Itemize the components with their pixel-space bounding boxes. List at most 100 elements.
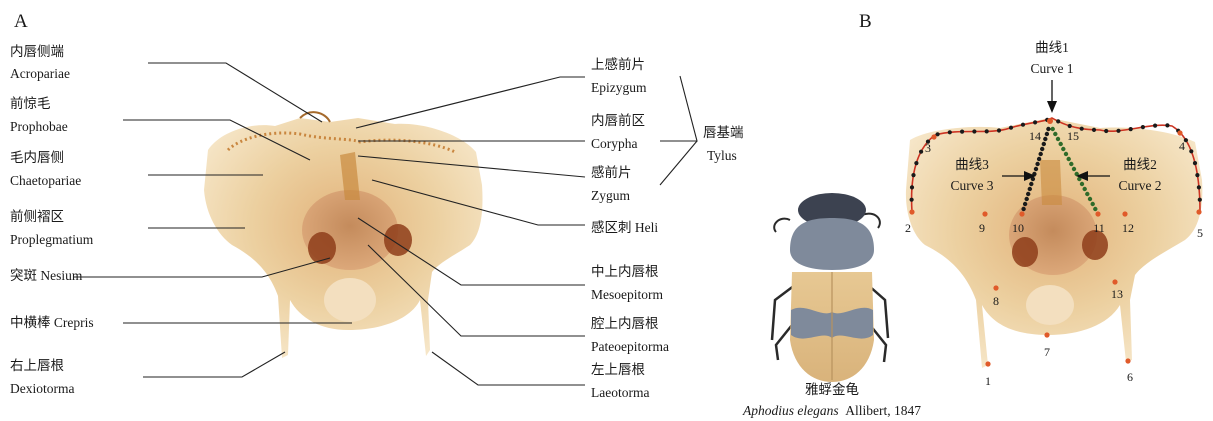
label-dexiotorma-en: Dexiotorma [10, 381, 74, 396]
panel-b-letter: B [859, 11, 872, 32]
landmark-dot-1 [985, 361, 990, 366]
landmark-label-11: 11 [1093, 221, 1105, 235]
landmark-label-12: 12 [1122, 221, 1134, 235]
curve-3-dot [1042, 142, 1046, 146]
beetle-caption-binomial: Aphodius elegans [742, 403, 839, 418]
epipharynx-image-b [906, 118, 1202, 368]
curve-1-dot [1104, 129, 1108, 133]
curve-1-dot [1189, 149, 1193, 153]
label-nesium: 突斑 Nesium [10, 268, 83, 283]
label-mesoepitorm-zh: 中上内唇根 [591, 264, 659, 279]
label-laeotorma-en: Laeotorma [591, 385, 649, 400]
curve-2-label-zh: 曲线2 [1123, 157, 1157, 172]
landmark-label-7: 7 [1044, 345, 1050, 359]
beetle-caption-zh: 雅蜉金龟 [805, 382, 859, 397]
beetle-photo [772, 193, 888, 382]
curve-1-dot [1129, 127, 1133, 131]
curve-1-dot [911, 173, 915, 177]
panel-a-letter: A [14, 11, 28, 32]
curve-2-dot [1059, 142, 1063, 146]
curve-2-dot [1093, 207, 1097, 211]
landmark-label-1: 1 [985, 374, 991, 388]
curve-1-dot [1116, 129, 1120, 133]
label-acropariae-en: Acropariae [10, 66, 70, 81]
landmark-label-14: 14 [1029, 129, 1041, 143]
curve-1-label-zh: 曲线1 [1035, 40, 1069, 55]
curve-2-dot [1083, 187, 1087, 191]
curve-2-dot [1088, 197, 1092, 201]
curve-1-dot [997, 128, 1001, 132]
curve-3-dot [1040, 147, 1044, 151]
label-zygum-zh: 感前片 [591, 164, 632, 180]
label-pateoepitorma-en: Pateoepitorma [591, 339, 669, 354]
label-zygum-en: Zygum [591, 188, 630, 203]
landmark-dot-3 [931, 134, 936, 139]
landmark-dot-4 [1177, 130, 1182, 135]
curve-1-dot [910, 185, 914, 189]
curve-3-dot [1034, 167, 1038, 171]
curve-1-dot [1141, 125, 1145, 129]
label-corypha-en: Corypha [591, 136, 638, 151]
curve-3-dot [1025, 197, 1029, 201]
curve-1-dot [914, 161, 918, 165]
curve-1-dot [1009, 126, 1013, 130]
landmark-dot-12 [1122, 211, 1127, 216]
curve-1-dot [1021, 123, 1025, 127]
curve-3-dot [1026, 192, 1030, 196]
label-prophobae-zh: 前惊毛 [10, 95, 51, 111]
curve-3-dot [1035, 162, 1039, 166]
landmark-label-2: 2 [905, 221, 911, 235]
curve-1-dot [1195, 173, 1199, 177]
label-proplegmatium-en: Proplegmatium [10, 232, 94, 247]
landmark-dot-2 [909, 209, 914, 214]
label-mesoepitorm-en: Mesoepitorm [591, 287, 663, 302]
curve-3-dot [1028, 187, 1032, 191]
curve-3-dot [1046, 127, 1050, 131]
label-crepris: 中横棒 Crepris [10, 315, 94, 330]
landmark-dot-14-15 [1047, 118, 1053, 124]
label-proplegmatium-zh: 前侧褶区 [10, 208, 64, 224]
curve-1-dot [910, 198, 914, 202]
landmark-label-8: 8 [993, 294, 999, 308]
label-prophobae-en: Prophobae [10, 119, 68, 134]
landmark-dot-5 [1196, 209, 1201, 214]
panel-a-right-labels: 上感前片 Epizygum 内唇前区 Corypha 感前片 Zygum 感区刺… [591, 56, 744, 400]
curve-3-label-zh: 曲线3 [955, 157, 989, 172]
curve-2-dot [1061, 147, 1065, 151]
curve-2-dot [1051, 127, 1055, 131]
curve-2-dot [1091, 202, 1095, 206]
landmark-label-13: 13 [1111, 287, 1123, 301]
curve-2-dot [1067, 157, 1071, 161]
landmark-label-5: 5 [1197, 226, 1203, 240]
label-dexiotorma-zh: 右上唇根 [10, 358, 64, 373]
label-epizygum-zh: 上感前片 [591, 56, 645, 72]
curve-1-label-en: Curve 1 [1030, 61, 1073, 76]
curve-1-dot [919, 150, 923, 154]
landmark-label-15: 15 [1067, 129, 1079, 143]
curve-1-dot [972, 129, 976, 133]
curve-1-dot [1198, 198, 1202, 202]
curve-3-dot [1039, 152, 1043, 156]
curve-1-dot [1193, 161, 1197, 165]
curve-2-dot [1085, 192, 1089, 196]
curve-1-dot [1080, 127, 1084, 131]
curve-3-label-en: Curve 3 [950, 178, 993, 193]
landmark-dot-11 [1095, 211, 1100, 216]
curve-3-dot [1045, 132, 1049, 136]
curve-2-dot [1080, 182, 1084, 186]
label-tylus-en: Tylus [707, 148, 737, 163]
curve-1-dot [1197, 185, 1201, 189]
label-chaetopariae-zh: 毛内唇侧 [10, 150, 64, 165]
landmark-dot-10 [1019, 211, 1024, 216]
label-chaetopariae-en: Chaetopariae [10, 173, 81, 188]
curve-1-dot [985, 129, 989, 133]
epipharynx-image-a [204, 112, 483, 358]
landmark-label-6: 6 [1127, 370, 1133, 384]
curve-3-dot [1029, 182, 1033, 186]
curve-1-dot [1056, 119, 1060, 123]
landmark-dot-9 [982, 211, 987, 216]
label-corypha-zh: 内唇前区 [591, 112, 645, 128]
curve-2-dot [1053, 132, 1057, 136]
curve-2-dot [1069, 162, 1073, 166]
